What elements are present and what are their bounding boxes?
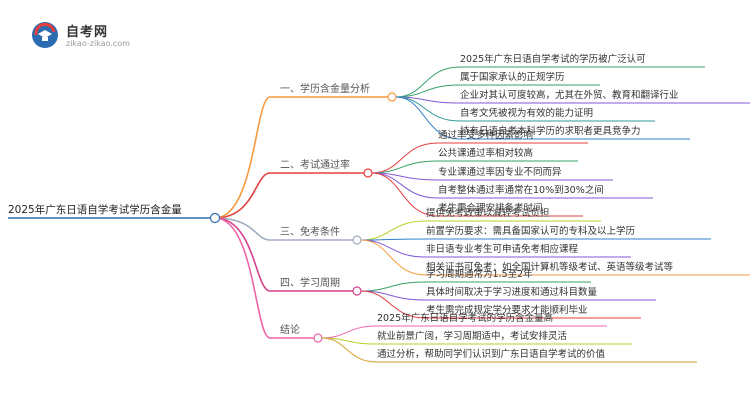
leaf-label[interactable]: 2025年广东日语自学考试的学历含金量高 [377,313,554,324]
leaf-connector [371,142,588,174]
leaf-label[interactable]: 非日语专业考生可申请免考相应课程 [426,244,579,255]
graduation-cap-icon [32,22,58,48]
leaf-connector [360,238,711,241]
leaf-label[interactable]: 提供免考政策以减轻考试负担 [426,208,550,219]
leaf-connector [360,290,641,319]
leaf-connector [371,160,578,174]
branch-label[interactable]: 四、学习周期 [280,278,340,289]
logo-title: 自考网 [66,25,109,40]
leaf-connector [371,172,653,199]
leaf-connector [371,172,583,217]
leaf-label[interactable]: 考生需完成规定学分要求才能顺利毕业 [426,305,588,316]
leaf-label[interactable]: 相关证书可免考：如全国计算机等级考试、英语等级考试等 [426,262,674,273]
leaf-label[interactable]: 专业课通过率因专业不同而异 [438,167,562,178]
leaf-label[interactable]: 通过率受多种因素影响 [438,130,534,141]
leaf-label[interactable]: 自考文凭被视为有效的能力证明 [460,108,594,119]
leaf-connector [360,239,750,276]
leaf-label[interactable]: 企业对其认可度较高，尤其在外贸、教育和翻译行业 [460,90,679,101]
leaf-label[interactable]: 2025年广东日语自学考试的学历被广泛认可 [460,54,646,65]
leaf-label[interactable]: 前置学历要求：需具备国家认可的专科及以上学历 [426,226,636,237]
branch-connector [214,217,353,241]
branch-connector [214,172,364,219]
branch-connector [214,217,353,292]
leaf-connector [360,239,631,258]
leaf-label[interactable]: 考生需合理安排备考时间 [438,203,543,214]
leaf-connector [395,96,655,122]
leaf-connector [371,172,613,181]
leaf-label[interactable]: 具体时间取决于学习进度和通过科目数量 [426,287,598,298]
leaf-label[interactable]: 学习周期通常为1.5至2年 [426,269,533,280]
branch-node[interactable] [313,333,323,343]
leaf-connector [395,96,750,104]
branch-node[interactable] [352,286,362,296]
branch-node[interactable] [363,168,373,178]
leaf-connector [395,66,705,98]
leaf-label[interactable]: 公共课通过率相对较高 [438,148,534,159]
root-node[interactable] [209,212,221,224]
leaf-connector [360,220,601,241]
branch-connector [214,96,388,219]
leaf-connector [360,281,591,292]
site-logo[interactable]: 自考网 zikao-zikao.com [30,18,140,50]
logo-url: zikao-zikao.com [66,39,130,48]
leaf-label[interactable]: 通过分析，帮助同学们认识到广东日语自学考试的价值 [377,349,606,360]
branch-connector [214,217,314,339]
branch-label[interactable]: 三、免考条件 [280,227,340,238]
leaf-connector [395,96,690,140]
branch-label[interactable]: 一、学历含金量分析 [280,84,370,95]
leaf-label[interactable]: 自考整体通过率通常在10%到30%之间 [438,185,604,196]
branch-node[interactable] [387,92,397,102]
leaf-connector [395,84,600,98]
branch-label[interactable]: 二、考试通过率 [280,160,350,171]
root-node-label[interactable]: 2025年广东日语自学考试学历含金量 [8,204,182,216]
leaf-label[interactable]: 就业前景广阔，学习周期适中，考试安排灵活 [377,331,568,342]
leaf-connector [321,337,697,363]
branch-node[interactable] [352,235,362,245]
leaf-connector [360,290,656,301]
branch-label[interactable]: 结论 [280,325,300,336]
leaf-label[interactable]: 持有日语自考本科学历的求职者更具竞争力 [460,126,641,137]
leaf-connector [321,325,607,339]
leaf-label[interactable]: 属于国家承认的正规学历 [460,72,565,83]
